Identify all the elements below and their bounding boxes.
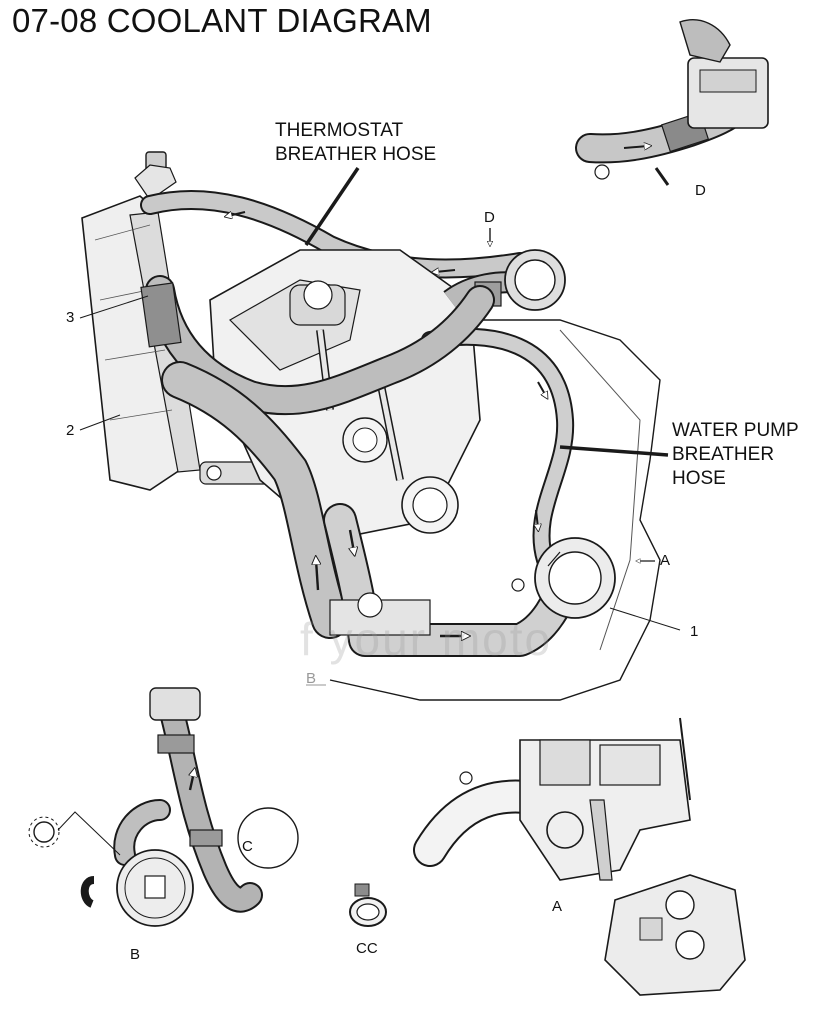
watermark: f your moto [300, 613, 553, 665]
thermostat-housing [443, 228, 566, 311]
leader-lines [79, 167, 681, 686]
water-pump [329, 537, 616, 636]
upper-radiator-hose [140, 275, 495, 416]
water-pump-breather-hose-callout: WATER PUMP BREATHER HOSE [672, 419, 799, 491]
callout-line: WATER PUMP [672, 420, 799, 441]
ref-label-a-detail: A [552, 898, 563, 915]
water-pump-breather-hose [421, 327, 575, 569]
ref-label-a-view: A [660, 552, 671, 569]
thermostat-breather-hose [140, 189, 530, 279]
callout-line: BREATHER [672, 444, 775, 465]
detail-b-oil-cooler [28, 687, 299, 927]
callout-line: HOSE [672, 468, 726, 489]
ref-label-d-detail: D [695, 182, 706, 199]
ref-label-c: C [242, 838, 253, 855]
ref-label-b-view: B [306, 670, 317, 687]
thermostat-breather-hose-callout: THERMOSTAT BREATHER HOSE [275, 119, 436, 167]
callout-line: BREATHER HOSE [275, 144, 437, 165]
ref-label-1: 1 [690, 623, 699, 640]
lower-radiator-hose [161, 361, 349, 639]
ref-label-2: 2 [66, 422, 75, 439]
ref-label-b-detail: B [130, 946, 141, 963]
ref-label-3: 3 [66, 309, 75, 326]
radiator-cap [134, 151, 177, 201]
ref-label-d-view: D [484, 209, 495, 226]
page-title: 07-08 COOLANT DIAGRAM [12, 2, 432, 39]
detail-d-thermostat [575, 19, 769, 186]
detail-cc-clamp [349, 883, 387, 927]
ref-label-cc: CC [356, 940, 378, 957]
callout-line: THERMOSTAT [275, 120, 404, 141]
detail-a-throttle [413, 717, 746, 996]
